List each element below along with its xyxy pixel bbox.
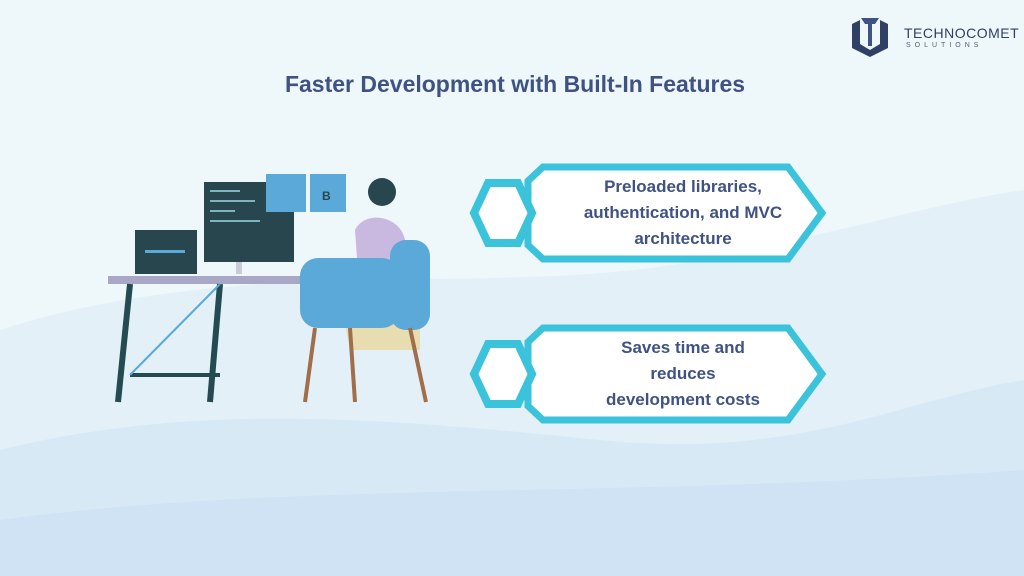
company-logo: TECHNOCOMET SOLUTIONS	[848, 16, 1020, 60]
feature-card: Preloaded libraries, authentication, and…	[468, 163, 828, 263]
feature-panel-shape	[524, 163, 827, 263]
logo-icon	[852, 18, 888, 57]
feature-text: Preloaded libraries, authentication, and…	[583, 177, 783, 248]
svg-text:B: B	[322, 189, 331, 203]
logo-name: TECHNOCOMET	[904, 25, 1020, 41]
hexagon-icon	[469, 340, 537, 408]
logo-subtitle: SOLUTIONS	[906, 42, 983, 49]
developer-illustration: B	[108, 174, 430, 403]
feature-card: Saves time and reduces development costs	[468, 324, 828, 424]
hexagon-icon	[469, 179, 537, 247]
feature-text: Saves time and reduces development costs	[606, 338, 760, 409]
page-title: Faster Development with Built-In Feature…	[284, 71, 746, 97]
feature-panel-shape	[524, 324, 827, 424]
